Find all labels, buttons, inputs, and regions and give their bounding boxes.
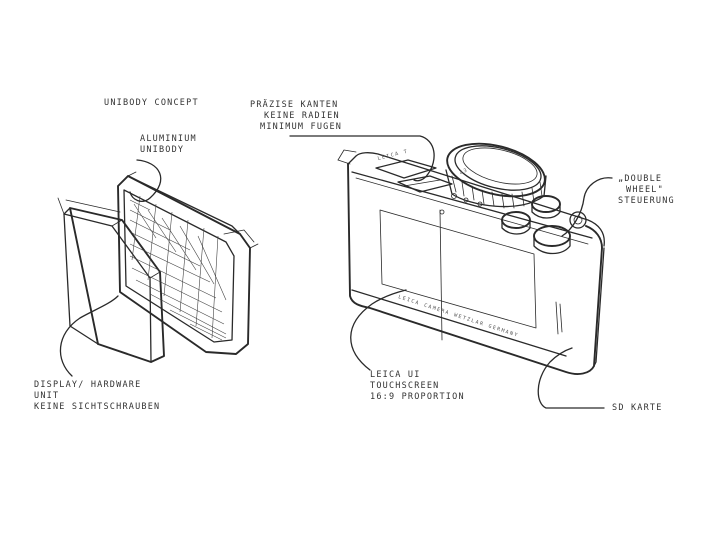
leica-ui-callout-line (350, 289, 407, 371)
praezise-callout-line (289, 135, 435, 182)
lens-mark: 23 (459, 167, 470, 176)
sd-karte-label: SD Karte (612, 403, 663, 413)
sd-karte-callout-line (537, 347, 605, 409)
double-wheel-label: „Double Wheel" Steuerung (618, 174, 675, 206)
display-hardware-unit (57, 197, 165, 363)
interior-hatching (129, 195, 227, 341)
aluminium-unibody-shell (117, 171, 259, 355)
display-callout-line (59, 295, 119, 377)
display-hardware-label: Display/ Hardware Unit Keine Sichtschrau… (34, 380, 161, 412)
aluminium-unibody-label: Aluminium Unibody (140, 134, 197, 155)
front-engraving: LEICA CAMERA WETZLAR GERMANY (397, 294, 519, 339)
aluminium-callout-line (129, 159, 162, 202)
leica-ui-label: Leica UI Touchscreen 16:9 Proportion (370, 370, 465, 402)
unibody-concept-label: Unibody Concept (104, 98, 199, 108)
lens-barrel (445, 142, 547, 209)
control-dials (501, 195, 587, 255)
top-badge-engraving: LEICA T (377, 148, 409, 161)
camera-body (337, 149, 605, 375)
double-wheel-callout-line (561, 177, 613, 237)
praezise-kanten-label: Präzise Kanten Keine Radien Minimum Fuge… (250, 100, 343, 132)
